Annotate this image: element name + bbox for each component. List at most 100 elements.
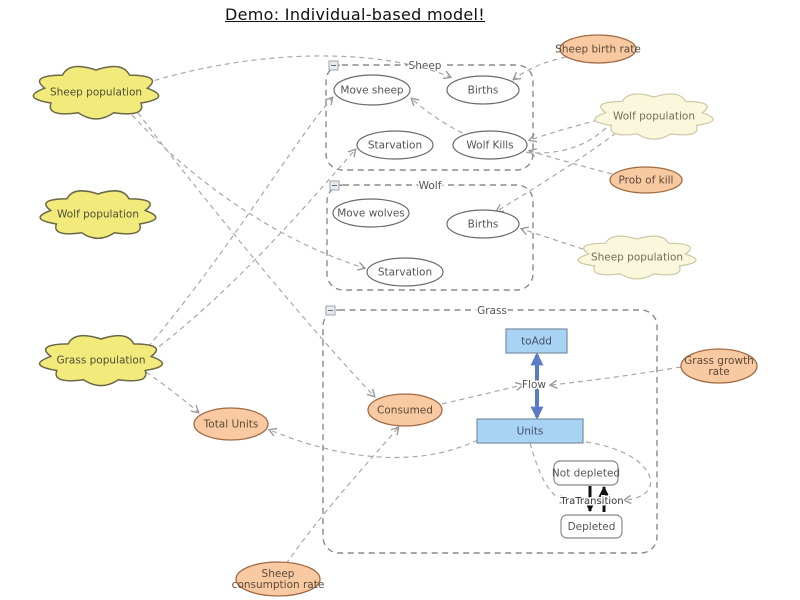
wolf-population-left-cloud-icon[interactable] — [39, 190, 157, 240]
prob-of-kill-label: Prob of kill — [619, 175, 674, 187]
edge-wolf-population-right-to-births-wolf[interactable] — [494, 132, 617, 213]
wolf-kills-label: Wolf Kills — [466, 140, 513, 152]
wolf-population-left[interactable]: Wolf population — [39, 190, 157, 240]
sheep-submodel-label: Sheep — [409, 60, 442, 72]
grass-population-left-cloud-icon[interactable] — [39, 334, 163, 387]
sheep-submodel-collapse-icon[interactable] — [328, 60, 339, 71]
sheep-population-left-cloud-icon[interactable] — [32, 65, 160, 120]
edge-sheep-population-right-to-births-wolf[interactable] — [519, 226, 593, 253]
diagram-title: Demo: Individual-based model! — [224, 5, 486, 24]
grass-growth-rate-label: Grass growth — [684, 355, 754, 367]
units-label: Units — [517, 426, 544, 438]
grass-submodel-label: Grass — [477, 305, 507, 317]
starvation-sheep-label: Starvation — [368, 140, 422, 152]
edge-wolf-population-right-to-wolf-kills[interactable] — [527, 117, 608, 143]
grass-growth-rate-label: rate — [708, 366, 729, 378]
starvation-wolf-label: Starvation — [378, 267, 432, 279]
not-depleted-label: Not depleted — [552, 468, 620, 480]
sheep-consumption-rate-ellipse[interactable] — [235, 561, 321, 597]
edge-prob-of-kill-to-wolf-kills[interactable] — [527, 148, 613, 175]
edge-sheep-population-left-to-starvation-wolf[interactable] — [131, 114, 367, 271]
sheep-birth-rate-ellipse[interactable] — [559, 34, 637, 64]
starvation-wolf[interactable]: Starvation — [366, 257, 444, 287]
wolf-population-right-cloud-icon[interactable] — [594, 93, 714, 140]
grass-population-left[interactable]: Grass population — [39, 334, 163, 387]
sheep-birth-rate-label: Sheep birth rate — [555, 44, 641, 56]
births-sheep[interactable]: Births — [446, 75, 520, 105]
grass-growth-rate-ellipse[interactable] — [680, 348, 758, 384]
starvation-sheep[interactable]: Starvation — [356, 130, 434, 160]
flow-label: Flow — [522, 379, 546, 391]
edge-sheep-population-left-to-births-sheep[interactable] — [145, 55, 453, 84]
births-wolf-label: Births — [468, 219, 499, 231]
wolf-population-left-label: Wolf population — [57, 209, 139, 221]
state-transitions[interactable]: TraTransition — [558, 485, 625, 513]
total-units-label: Total Units — [203, 419, 259, 431]
births-wolf-ellipse[interactable] — [446, 209, 520, 239]
sheep-consumption-rate-label: Sheep — [262, 568, 295, 580]
move-sheep-ellipse[interactable] — [333, 74, 411, 106]
grass-submodel-frame[interactable] — [322, 309, 658, 554]
depleted-rect[interactable] — [560, 514, 623, 539]
depleted-label: Depleted — [568, 521, 616, 533]
consumed-ellipse[interactable] — [367, 393, 443, 427]
move-wolves[interactable]: Move wolves — [332, 198, 410, 228]
sheep-birth-rate[interactable]: Sheep birth rate — [555, 34, 641, 64]
wolf-submodel-frame[interactable] — [326, 184, 534, 291]
wolf-submodel-collapse-icon[interactable] — [329, 180, 340, 191]
edge-grass-population-to-starvation-sheep[interactable] — [151, 148, 357, 353]
to-add[interactable]: toAdd — [505, 328, 568, 354]
grass-population-left-label: Grass population — [56, 355, 145, 367]
edge-sheep-population-left-to-consumed[interactable] — [137, 112, 376, 398]
move-sheep[interactable]: Move sheep — [333, 74, 411, 106]
edge-grass-population-to-total-units[interactable] — [145, 371, 200, 414]
transition-label: TraTransition — [559, 496, 623, 507]
sheep-population-right[interactable]: Sheep population — [577, 235, 697, 280]
wolf-submodel-label: Wolf — [419, 180, 442, 192]
edge-units-to-transition[interactable] — [529, 442, 569, 504]
prob-of-kill-ellipse[interactable] — [609, 166, 683, 194]
sheep-population-left[interactable]: Sheep population — [32, 65, 160, 120]
consumed-label: Consumed — [377, 405, 433, 417]
to-add-rect[interactable] — [505, 328, 568, 354]
wolf-kills-ellipse[interactable] — [452, 130, 528, 160]
sheep-population-right-cloud-icon[interactable] — [577, 235, 697, 280]
move-wolves-label: Move wolves — [337, 208, 405, 220]
total-units-ellipse[interactable] — [193, 407, 269, 441]
sheep-population-right-label: Sheep population — [591, 252, 683, 264]
move-wolves-ellipse[interactable] — [332, 198, 410, 228]
sheep-submodel-frame[interactable] — [325, 64, 534, 171]
wolf-submodel[interactable]: Wolf — [326, 179, 534, 291]
sheep-submodel[interactable]: Sheep — [325, 59, 534, 171]
prob-of-kill[interactable]: Prob of kill — [609, 166, 683, 194]
edge-units-to-total-units[interactable] — [267, 427, 479, 459]
not-depleted[interactable]: Not depleted — [552, 460, 620, 486]
total-units[interactable]: Total Units — [193, 407, 269, 441]
wolf-population-right[interactable]: Wolf population — [594, 93, 714, 140]
depleted[interactable]: Depleted — [560, 514, 623, 539]
edge-units-to-transition-loop[interactable] — [585, 441, 652, 505]
edge-grass-population-to-move-sheep[interactable] — [147, 96, 334, 348]
units-rect[interactable] — [476, 418, 584, 444]
units[interactable]: Units — [476, 418, 584, 444]
edge-grass-growth-rate-to-flow[interactable] — [548, 366, 682, 389]
edge-consumed-to-flow[interactable] — [441, 381, 525, 405]
consumed[interactable]: Consumed — [367, 393, 443, 427]
births-sheep-ellipse[interactable] — [446, 75, 520, 105]
edge-sheep-consumption-rate-to-consumed[interactable] — [285, 426, 400, 565]
births-wolf[interactable]: Births — [446, 209, 520, 239]
starvation-wolf-ellipse[interactable] — [366, 257, 444, 287]
not-depleted-rect[interactable] — [553, 460, 619, 486]
starvation-sheep-ellipse[interactable] — [356, 130, 434, 160]
grass-submodel-collapse-icon[interactable] — [325, 305, 336, 316]
grass-submodel[interactable]: Grass — [322, 304, 658, 554]
edge-sheep-birth-rate-to-births-sheep[interactable] — [512, 56, 567, 81]
wolf-population-right-label: Wolf population — [613, 111, 695, 123]
sheep-consumption-rate-label: consumption rate — [232, 579, 325, 591]
flow-arrow[interactable]: Flow — [521, 352, 548, 420]
to-add-label: toAdd — [521, 336, 552, 348]
wolf-kills[interactable]: Wolf Kills — [452, 130, 528, 160]
